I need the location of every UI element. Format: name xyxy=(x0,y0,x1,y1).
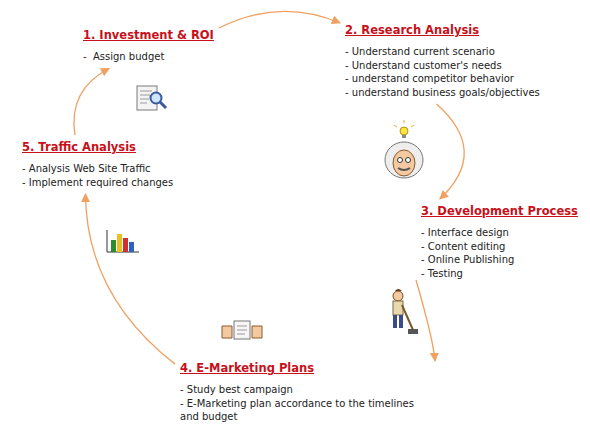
step-heading: 5. Traffic Analysis xyxy=(22,140,173,155)
step-group: 4. E-Marketing Plans - Study best campaig… xyxy=(180,361,430,424)
step-heading: 3. Development Process xyxy=(421,204,578,219)
worker-figure xyxy=(393,289,418,334)
step-heading: 1. Investment & ROI xyxy=(83,28,214,43)
document-magnifier-icon xyxy=(137,86,166,110)
cycle-arrow xyxy=(85,194,175,364)
step-item: - Understand customer's needs xyxy=(345,59,540,73)
step-heading: 2. Research Analysis xyxy=(345,23,540,38)
step-group: 5. Traffic Analysis - Analysis Web Site T… xyxy=(22,140,173,189)
step-item: - Analysis Web Site Traffic xyxy=(22,162,173,176)
step-item: - Interface design xyxy=(421,226,578,240)
step-item: - Online Publishing xyxy=(421,253,578,267)
cycle-arrow xyxy=(437,104,465,199)
step-item: - Content editing xyxy=(421,240,578,254)
step-group: 1. Investment & ROI - Assign budget xyxy=(83,28,214,64)
cycle-arrow xyxy=(74,69,109,136)
step-item: - Study best campaign xyxy=(180,383,430,397)
step-group: 3. Development Process - Interface design… xyxy=(421,204,578,280)
step-item: - understand competitor behavior xyxy=(345,72,540,86)
thinker-figure xyxy=(385,120,423,178)
step-item: - Testing xyxy=(421,267,578,281)
cycle-arrow xyxy=(219,11,340,28)
step-item: - Understand current scenario xyxy=(345,45,540,59)
step-item: - understand business goals/objectives xyxy=(345,86,540,100)
step-item: - Implement required changes xyxy=(22,176,173,190)
step-group: 2. Research Analysis - Understand current… xyxy=(345,23,540,99)
step-item: - E-Marketing plan accordance to the tim… xyxy=(180,397,430,424)
step-item: - Assign budget xyxy=(83,50,214,64)
bar-chart-icon xyxy=(107,230,139,252)
hands-document-icon xyxy=(222,321,262,339)
cycle-arrow xyxy=(416,280,435,361)
step-heading: 4. E-Marketing Plans xyxy=(180,361,430,376)
